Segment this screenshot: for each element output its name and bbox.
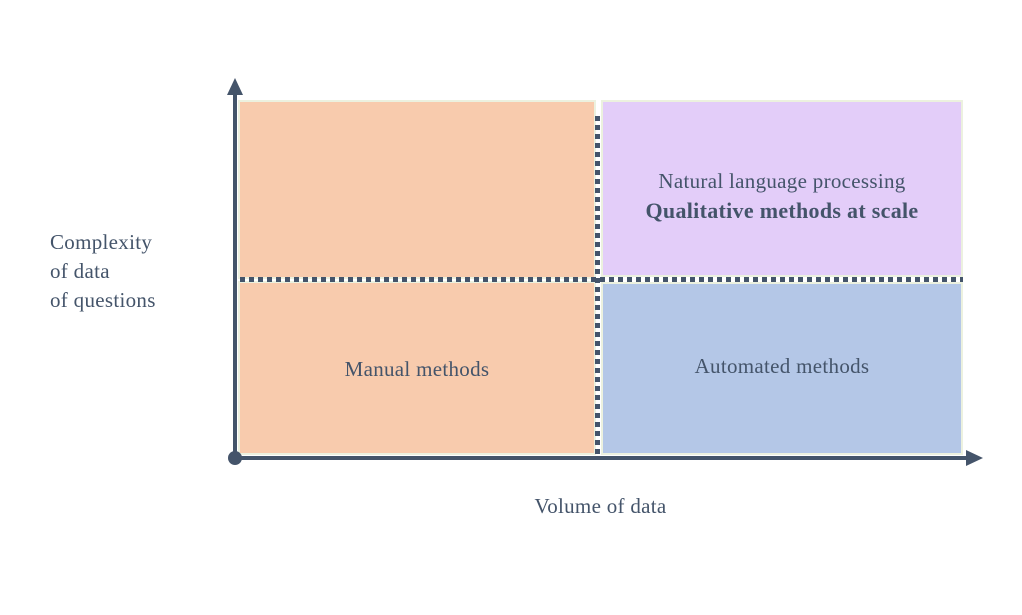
y-axis-label-line: of questions <box>50 288 156 312</box>
label-automated-methods: Automated methods <box>694 354 870 378</box>
x-axis-arrowhead-icon <box>966 450 983 466</box>
x-axis-label: Volume of data <box>534 494 667 518</box>
horizontal-dotted-divider <box>240 277 963 282</box>
label-qualitative-methods-at-scale: Qualitative methods at scale <box>645 198 919 223</box>
quadrant-bottom-right <box>601 282 963 455</box>
quadrant-bottom-left <box>238 281 596 455</box>
origin-dot <box>228 451 242 465</box>
vertical-dotted-divider <box>595 116 600 455</box>
y-axis-label: Complexity of data of questions <box>50 228 156 315</box>
x-axis-line <box>234 456 968 460</box>
y-axis-line <box>233 88 237 458</box>
label-manual-methods: Manual methods <box>344 357 490 381</box>
y-axis-label-line: Complexity <box>50 230 153 254</box>
y-axis-label-line: of data <box>50 259 110 283</box>
label-natural-language-processing: Natural language processing <box>658 169 906 193</box>
label-top-right-quadrant: Natural language processing Qualitative … <box>601 166 963 226</box>
quadrant-top-left <box>238 100 596 279</box>
y-axis-arrowhead-icon <box>227 78 243 95</box>
quadrant-top-right <box>601 100 963 277</box>
